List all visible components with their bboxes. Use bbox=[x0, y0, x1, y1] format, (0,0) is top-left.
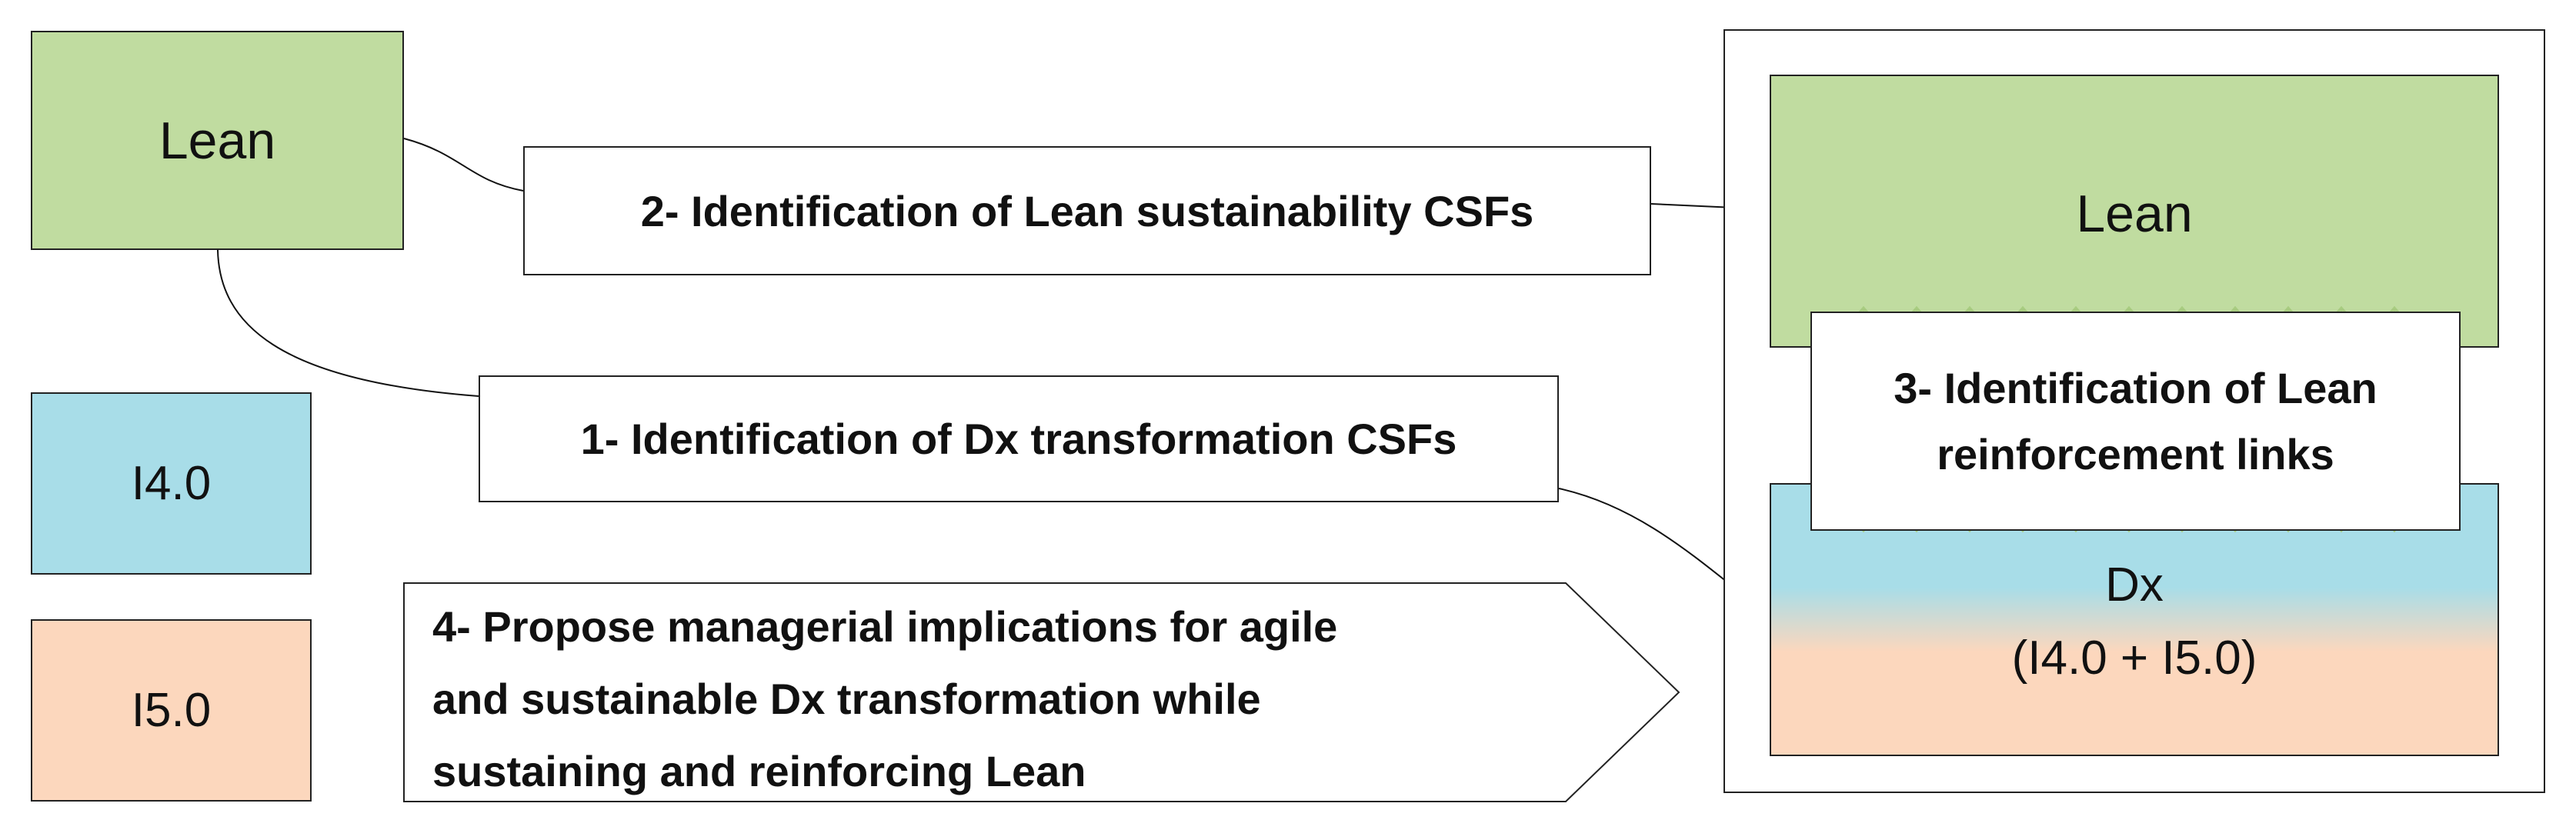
step3-line2: reinforcement links bbox=[1937, 429, 2334, 478]
step4-line2: and sustainable Dx transformation while bbox=[432, 675, 1261, 723]
step2-box: 2- Identification of Lean sustainability… bbox=[523, 146, 1651, 275]
step4-line1: 4- Propose managerial implications for a… bbox=[432, 602, 1338, 651]
step1-label: 1- Identification of Dx transformation C… bbox=[580, 415, 1457, 463]
step2-label: 2- Identification of Lean sustainability… bbox=[640, 186, 1534, 235]
step1-box: 1- Identification of Dx transformation C… bbox=[479, 375, 1559, 502]
i50-label: I5.0 bbox=[131, 684, 212, 737]
i40-label: I4.0 bbox=[131, 457, 212, 510]
framework-lean-box: Lean bbox=[1770, 75, 2499, 348]
lean-box: Lean bbox=[31, 31, 404, 250]
step3-box: 3- Identification of Lean reinforcement … bbox=[1810, 312, 2461, 531]
step4-text: 4- Propose managerial implications for a… bbox=[432, 591, 1571, 808]
connector-lean-to-step1 bbox=[217, 249, 479, 397]
connector-lean-to-step2 bbox=[403, 138, 524, 192]
framework-dx-line2: (I4.0 + I5.0) bbox=[2011, 632, 2257, 685]
step4-line3: sustaining and reinforcing Lean bbox=[432, 747, 1086, 795]
framework-lean-label: Lean bbox=[2076, 185, 2193, 243]
lean-label: Lean bbox=[158, 111, 276, 170]
framework-dx-line1: Dx bbox=[2105, 558, 2164, 612]
i50-legend-box: I5.0 bbox=[31, 619, 312, 802]
i40-legend-box: I4.0 bbox=[31, 392, 312, 575]
step3-line1: 3- Identification of Lean bbox=[1894, 363, 2377, 412]
